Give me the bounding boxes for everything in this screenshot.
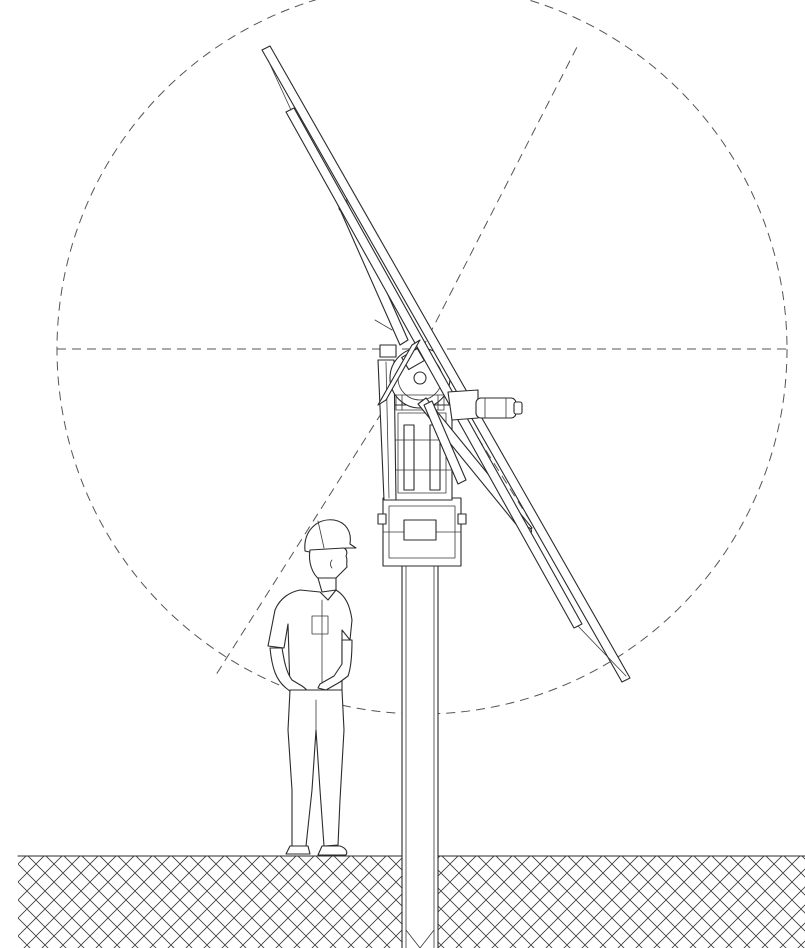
panel-array: [261, 45, 631, 683]
trousers: [287, 689, 345, 847]
panel-back-rail: [285, 107, 583, 629]
left-shoe: [285, 845, 311, 855]
cross-strut: [377, 339, 421, 406]
right-arm: [317, 639, 353, 691]
sector-line-upper: [421, 46, 578, 350]
hard-hat: [304, 519, 357, 554]
actuator-motor: [447, 389, 523, 421]
panel-front-rail: [261, 45, 631, 683]
mount-head: [377, 344, 467, 567]
right-shoe: [317, 845, 348, 856]
person-figure: [267, 519, 357, 856]
